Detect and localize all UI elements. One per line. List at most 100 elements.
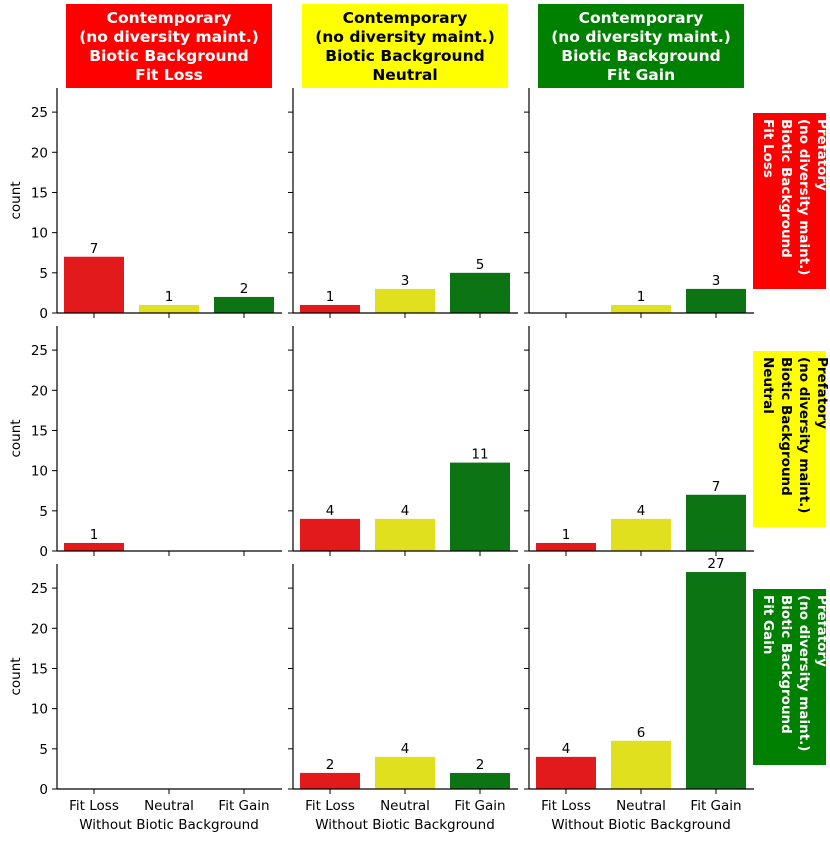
bar-value-label: 1 xyxy=(165,289,174,305)
x-tick-label: Fit Gain xyxy=(218,798,269,814)
y-tick-label: 5 xyxy=(39,742,48,758)
row-header-label: Prefatory xyxy=(814,119,830,191)
column-header-label: Contemporary xyxy=(343,9,468,27)
y-tick-label: 10 xyxy=(31,226,48,242)
y-tick-label: 25 xyxy=(31,105,48,121)
column-header-label: Contemporary xyxy=(579,9,704,27)
x-tick-label: Fit Loss xyxy=(69,798,119,814)
bar-value-label: 4 xyxy=(637,503,646,519)
bar xyxy=(139,304,199,313)
bar-value-label: 1 xyxy=(90,527,99,543)
column-header-label: (no diversity maint.) xyxy=(315,28,495,46)
row-header-label: Biotic Background xyxy=(778,357,794,496)
row-header-box xyxy=(753,351,826,527)
y-tick-label: 10 xyxy=(31,464,48,480)
bar-value-label: 7 xyxy=(90,241,99,257)
row-header-label: Prefatory xyxy=(814,357,830,429)
column-header-label: Biotic Background xyxy=(89,47,248,65)
facet-panel: 13 xyxy=(524,88,754,318)
facet-panel: 147 xyxy=(524,326,754,556)
bar-value-label: 4 xyxy=(401,503,410,519)
column-header-label: Biotic Background xyxy=(325,47,484,65)
bar xyxy=(611,740,671,789)
bar-value-label: 1 xyxy=(637,289,646,305)
y-tick-label: 10 xyxy=(31,702,48,718)
y-tick-label: 5 xyxy=(39,504,48,520)
row-header-label: Biotic Background xyxy=(778,595,794,734)
bar xyxy=(375,756,435,789)
x-axis-title: Without Biotic Background xyxy=(79,817,259,833)
y-tick-label: 25 xyxy=(31,343,48,359)
y-axis-title: count xyxy=(8,181,24,219)
row-header-box xyxy=(753,589,826,765)
facet-panel: 4 4 11 xyxy=(288,326,518,556)
bar-value-label: 4 xyxy=(401,741,410,757)
column-header-label: Contemporary xyxy=(107,9,232,27)
y-tick-label: 15 xyxy=(31,661,48,677)
bar-value-label: 3 xyxy=(401,273,410,289)
row-header-label: (no diversity maint.) xyxy=(796,357,812,513)
bar xyxy=(611,518,671,551)
bar xyxy=(300,518,360,551)
bar xyxy=(611,304,671,313)
x-axis-title: Without Biotic Background xyxy=(551,817,731,833)
x-tick-label: Neutral xyxy=(380,798,430,814)
bar xyxy=(686,572,746,789)
bar xyxy=(214,296,274,313)
row-header-label: (no diversity maint.) xyxy=(796,119,812,275)
column-header-label: Biotic Background xyxy=(561,47,720,65)
y-tick-label: 15 xyxy=(31,423,48,439)
y-tick-label: 5 xyxy=(39,266,48,282)
bar-value-label: 2 xyxy=(476,757,485,773)
bar xyxy=(64,256,124,313)
bar xyxy=(300,772,360,789)
row-header-label: (no diversity maint.) xyxy=(796,595,812,751)
bar-value-label: 4 xyxy=(562,741,571,757)
x-tick-label: Fit Loss xyxy=(541,798,591,814)
x-tick-label: Fit Gain xyxy=(454,798,505,814)
bar xyxy=(536,542,596,551)
y-axis-title: count xyxy=(8,657,24,695)
bar-value-label: 6 xyxy=(637,725,646,741)
bar-value-label: 7 xyxy=(712,479,721,495)
bar-value-label: 2 xyxy=(240,281,249,297)
bar xyxy=(450,462,510,551)
bar xyxy=(300,304,360,313)
row-header-label: Biotic Background xyxy=(778,119,794,258)
column-header-box xyxy=(66,4,272,88)
column-header-label: (no diversity maint.) xyxy=(79,28,259,46)
x-tick-label: Neutral xyxy=(616,798,666,814)
x-tick-label: Fit Loss xyxy=(305,798,355,814)
bar-value-label: 27 xyxy=(707,556,724,572)
bar-value-label: 11 xyxy=(471,447,488,463)
column-header-label: (no diversity maint.) xyxy=(551,28,731,46)
y-tick-label: 0 xyxy=(39,544,48,560)
y-tick-label: 20 xyxy=(31,383,48,399)
x-tick-label: Neutral xyxy=(144,798,194,814)
y-tick-label: 20 xyxy=(31,621,48,637)
bar-value-label: 3 xyxy=(712,273,721,289)
bar xyxy=(450,272,510,313)
x-axis-title: Without Biotic Background xyxy=(315,817,495,833)
bar xyxy=(686,494,746,551)
row-header-label: Prefatory xyxy=(814,595,830,667)
bar-value-label: 1 xyxy=(326,289,335,305)
bar-value-label: 2 xyxy=(326,757,335,773)
x-tick-label: Fit Gain xyxy=(690,798,741,814)
bar xyxy=(686,288,746,313)
column-header-label: Neutral xyxy=(372,66,437,84)
bar xyxy=(64,542,124,551)
row-header-label: Neutral xyxy=(760,357,776,414)
y-tick-label: 25 xyxy=(31,581,48,597)
bar xyxy=(536,756,596,789)
bar xyxy=(375,518,435,551)
facet-panel: 135 xyxy=(288,88,518,318)
bar-value-label: 4 xyxy=(326,503,335,519)
row-header-label: Fit Gain xyxy=(760,595,776,654)
